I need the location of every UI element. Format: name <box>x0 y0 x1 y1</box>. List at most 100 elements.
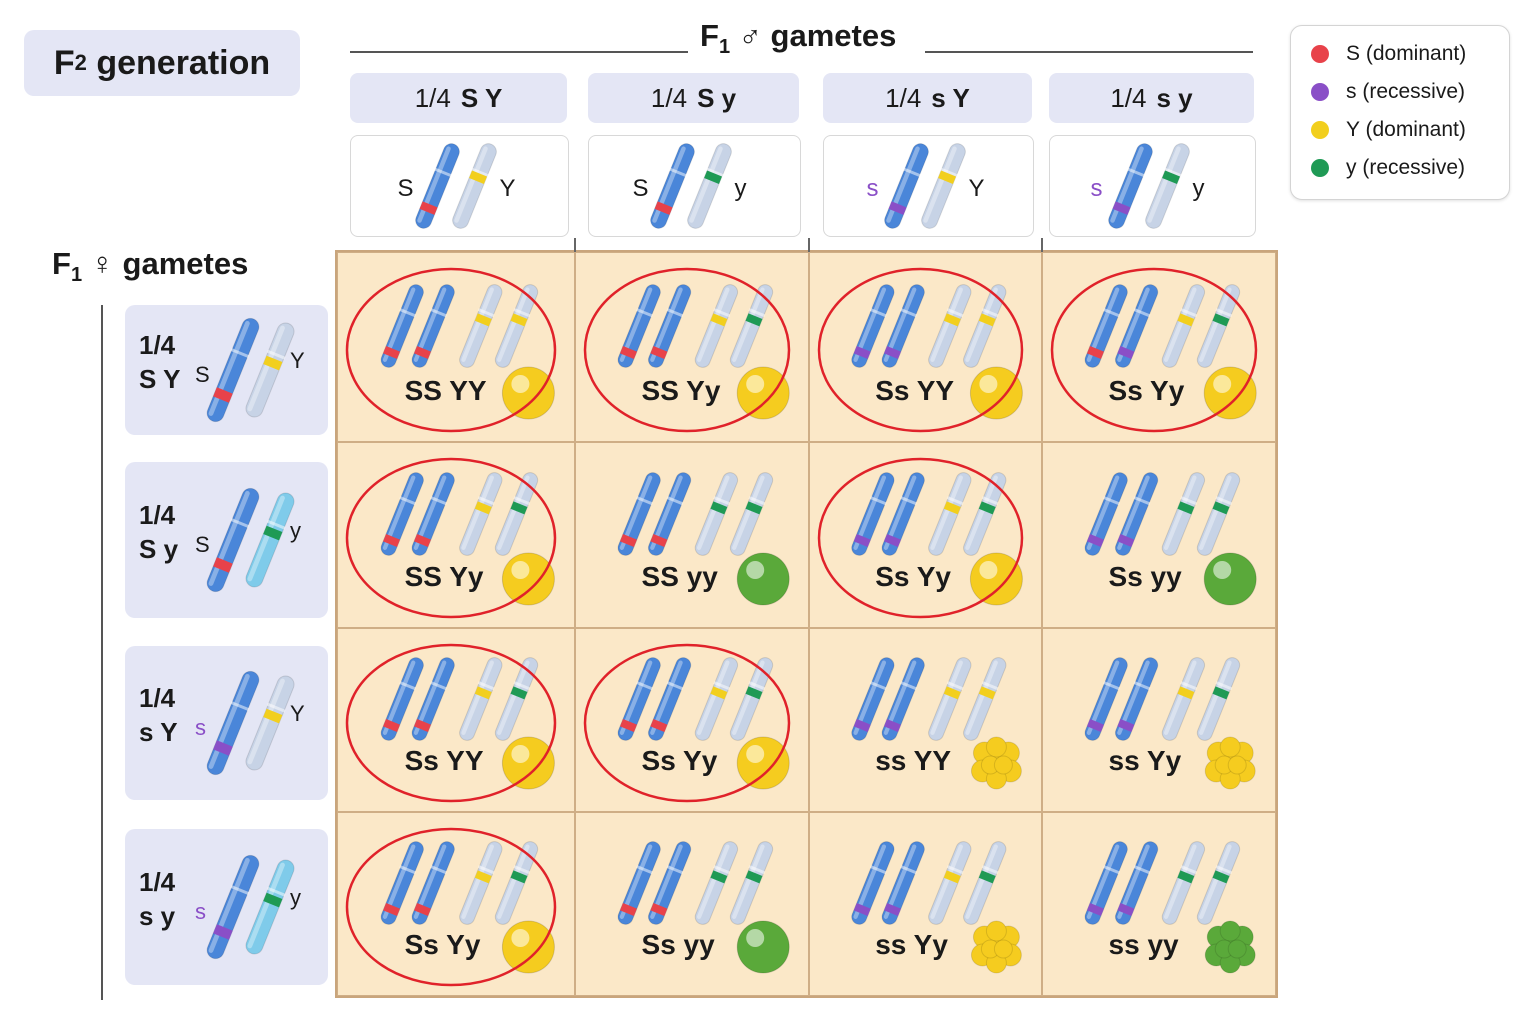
chromosome-S-gene <box>617 284 661 368</box>
punnett-cell-0-2: Ss YY <box>809 252 1042 442</box>
dominant-phenotype-circle <box>817 267 1024 433</box>
gamete-fraction: 1/4 <box>139 500 176 530</box>
legend-item-y-recessive: y (recessive) <box>1311 156 1465 180</box>
chromosome-S-gene <box>647 657 692 741</box>
chromosome-Y-gene <box>963 841 1007 925</box>
gamete-genotype: S y <box>697 82 737 113</box>
allele-label-Y: y <box>290 885 301 910</box>
offspring-genotype-label: ss YY <box>875 745 952 776</box>
offspring-genotype-label: ss Yy <box>1108 745 1182 776</box>
purple-dot-icon <box>1311 83 1329 101</box>
chromosome-S-gene <box>411 472 455 556</box>
chromosome-S-gene <box>647 472 692 556</box>
allele-legend: S (dominant) s (recessive) Y (dominant) … <box>1290 25 1510 200</box>
offspring-genotype-label: Ss yy <box>1108 561 1182 592</box>
offspring-genotype-label: Ss YY <box>875 375 955 406</box>
allele-label-Y: y <box>735 175 747 202</box>
chromosome-Y-gene <box>1196 284 1241 368</box>
female-header-line <box>101 305 103 1000</box>
legend-item-S-dominant: S (dominant) <box>1311 42 1466 66</box>
chromosome-Y-gene <box>687 143 732 229</box>
female-gamete-chromosome-svg: Sy <box>195 487 301 593</box>
allele-label-Y: Y <box>290 348 305 373</box>
chromosome-S-gene <box>415 143 460 229</box>
chromosome-S-gene <box>881 657 925 741</box>
chromosome-Y-gene <box>1161 472 1206 556</box>
chromosome-Y-gene <box>928 284 972 368</box>
offspring-chromosomes <box>617 472 790 606</box>
chromosome-Y-gene <box>1161 657 1206 741</box>
offspring-genotype-label: SS Yy <box>641 375 721 406</box>
dominant-phenotype-circle <box>345 827 557 987</box>
chromosome-S-gene <box>881 841 925 925</box>
allele-label-S: S <box>398 175 414 202</box>
offspring-chromosomes <box>345 267 557 433</box>
female-gamete-chromosome-svg: sy <box>195 854 301 960</box>
chromosome-S-gene <box>1084 657 1128 741</box>
chromosome-Y-gene <box>694 657 739 741</box>
gamete-genotype: s y <box>139 901 176 931</box>
offspring-genotype-label: Ss yy <box>641 929 715 960</box>
chromosome-S-gene <box>380 284 424 368</box>
punnett-cell-1-2: Ss Yy <box>809 442 1042 628</box>
chromosome-S-gene <box>411 284 455 368</box>
offspring-chromosomes <box>817 267 1024 433</box>
chromosome-S-gene <box>1114 657 1159 741</box>
chromosome-Y-gene <box>459 472 503 556</box>
green-smooth-pea-icon <box>736 552 790 606</box>
chromosome-Y-gene <box>729 472 774 556</box>
allele-label-S: s <box>195 715 206 740</box>
legend-label: Y (dominant) <box>1346 118 1466 141</box>
gamete-genotype: S y <box>139 534 179 564</box>
chromosome-S-gene <box>380 841 424 925</box>
allele-label-Y: Y <box>500 175 516 202</box>
chromosome-Y-gene <box>1196 472 1241 556</box>
offspring-chromosomes <box>851 657 1022 790</box>
offspring-genotype-label: Ss Yy <box>875 561 952 592</box>
yellow-smooth-pea-icon <box>501 736 555 790</box>
chromosome-Y-gene <box>921 143 966 229</box>
chromosome-Y-gene <box>928 657 972 741</box>
yellow-smooth-pea-icon <box>736 736 790 790</box>
chromosome-Y-gene <box>694 841 739 925</box>
punnett-cell-2-3: ss Yy <box>1042 628 1276 812</box>
chromosome-Y-gene <box>459 284 503 368</box>
chromosome-Y-gene <box>963 472 1007 556</box>
yellow-smooth-pea-icon <box>1203 366 1257 420</box>
allele-label-S: s <box>1091 175 1103 202</box>
dominant-phenotype-circle <box>583 267 791 433</box>
column-divider-tick <box>808 238 810 252</box>
punnett-cell-3-0: Ss Yy <box>337 812 575 996</box>
chromosome-S-gene <box>206 854 260 960</box>
gamete-genotype: s Y <box>139 717 178 747</box>
female-title-main: F <box>52 246 71 281</box>
male-header-line-right <box>925 51 1253 53</box>
allele-label-S: s <box>867 175 879 202</box>
chromosome-Y-gene <box>494 472 539 556</box>
chromosome-S-gene <box>617 472 661 556</box>
chromosome-S-gene <box>617 841 661 925</box>
chromosome-S-gene <box>881 472 925 556</box>
female-gametes-title: F1 ♀ gametes <box>52 246 248 287</box>
chromosome-Y-gene <box>1161 841 1206 925</box>
punnett-cell-2-0: Ss YY <box>337 628 575 812</box>
allele-label-Y: y <box>290 518 301 543</box>
chromosome-Y-gene <box>729 841 774 925</box>
offspring-chromosomes <box>817 457 1024 619</box>
chromosome-Y-gene <box>494 657 539 741</box>
punnett-cell-1-3: Ss yy <box>1042 442 1276 628</box>
dominant-phenotype-circle <box>583 643 791 803</box>
chromosome-S-gene <box>1084 472 1128 556</box>
gamete-genotype: S Y <box>139 364 181 394</box>
punnett-cell-1-1: SS yy <box>575 442 809 628</box>
chromosome-S-gene <box>206 670 260 776</box>
green-dot-icon <box>1311 159 1329 177</box>
chromosome-Y-gene <box>459 841 503 925</box>
